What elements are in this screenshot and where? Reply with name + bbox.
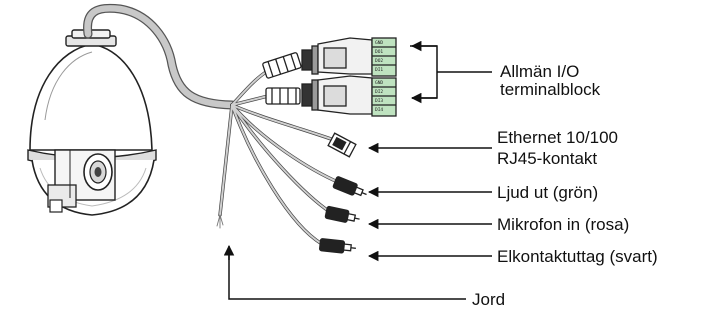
callouts bbox=[223, 40, 492, 300]
label-power: Elkontaktuttag (svart) bbox=[497, 247, 658, 266]
terminal-block-upper bbox=[262, 37, 397, 79]
main-cable bbox=[83, 3, 237, 110]
rj45-connector bbox=[327, 132, 357, 158]
power-plug bbox=[318, 238, 356, 254]
mic-in-plug bbox=[324, 205, 360, 223]
label-io-line1: Allmän I/O bbox=[500, 62, 579, 81]
pin-label: DI4 bbox=[375, 107, 383, 113]
label-io-line2: terminalblock bbox=[500, 80, 601, 99]
terminal-block-lower bbox=[265, 75, 397, 117]
label-ground: Jord bbox=[472, 290, 505, 309]
dome-camera bbox=[27, 29, 157, 216]
pin-label: DO1 bbox=[375, 49, 383, 55]
pin-label: DO2 bbox=[375, 58, 383, 64]
pin-label: DI3 bbox=[375, 98, 383, 104]
label-audio-out: Ljud ut (grön) bbox=[497, 183, 598, 202]
terminal-pins-upper: GND DO1 DO2 DI1 bbox=[375, 40, 383, 73]
audio-out-plug bbox=[332, 176, 367, 197]
label-ethernet-line1: Ethernet 10/100 bbox=[497, 128, 618, 147]
label-mic-in: Mikrofon in (rosa) bbox=[497, 215, 629, 234]
label-ethernet-line2: RJ45-kontakt bbox=[497, 149, 597, 168]
pin-label: DI2 bbox=[375, 89, 383, 95]
terminal-pins-lower: GND DI2 DI3 DI4 bbox=[375, 80, 383, 113]
pin-label: GND bbox=[375, 40, 383, 46]
pin-label: GND bbox=[375, 80, 383, 86]
pin-label: DI1 bbox=[375, 67, 383, 73]
wire-bundle bbox=[216, 70, 342, 246]
